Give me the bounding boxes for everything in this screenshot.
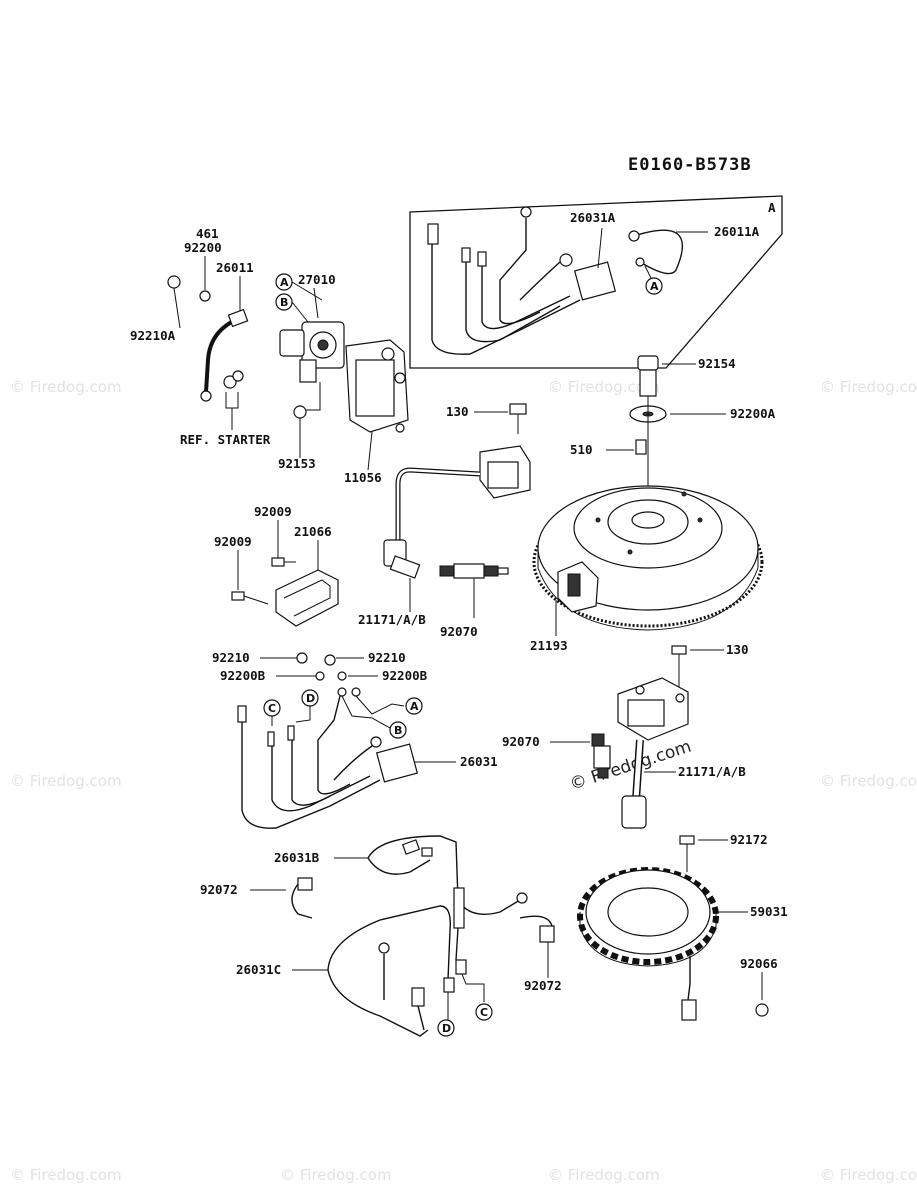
- part-label: 92070: [502, 734, 540, 749]
- part-label: 26031C: [236, 962, 281, 977]
- callout-b: B: [280, 296, 288, 309]
- watermark: © Firedog.com: [280, 1166, 392, 1184]
- part-label: 92072: [524, 978, 562, 993]
- inset-a: A A 26031A 26011A: [409, 195, 783, 369]
- part-label: 92009: [254, 504, 292, 519]
- part-label: 21171/A/B: [678, 764, 746, 779]
- rectifier-group: 92009 92009 21066: [214, 504, 339, 627]
- part-label: 92154: [698, 356, 736, 371]
- inset-label: A: [768, 200, 776, 215]
- callout-d: D: [442, 1022, 451, 1035]
- part-label: 92210A: [130, 328, 176, 343]
- part-label: 92066: [740, 956, 778, 971]
- part-label: 92009: [214, 534, 252, 549]
- part-label: 92200B: [382, 668, 428, 683]
- part-label: 21171/A/B: [358, 612, 426, 627]
- callout-a: A: [650, 280, 659, 293]
- watermark: © Firedog.com: [10, 772, 122, 790]
- harness-26031: 92210 92210 92200B 92200B D C A B: [212, 650, 498, 829]
- part-label: 92210: [368, 650, 406, 665]
- watermarks: © Firedog.com © Firedog.com © Firedog.co…: [10, 378, 917, 1184]
- callout-a: A: [280, 276, 289, 289]
- part-label: 27010: [298, 272, 336, 287]
- watermark: © Firedog.com: [820, 1166, 917, 1184]
- diagram-code: E0160-B573B: [628, 155, 752, 175]
- part-label: 130: [446, 404, 469, 419]
- part-label: 510: [570, 442, 593, 457]
- watermark: © Firedog.com: [820, 772, 917, 790]
- callout-b: B: [394, 724, 402, 737]
- part-label: 92200A: [730, 406, 776, 421]
- ref-starter-label: REF. STARTER: [180, 432, 271, 447]
- part-label: 92210: [212, 650, 250, 665]
- part-label: 130: [726, 642, 749, 657]
- part-label: 92070: [440, 624, 478, 639]
- watermark: © Firedog.com: [10, 378, 122, 396]
- watermark: © Firedog.com: [548, 378, 660, 396]
- ignition-coil-top: 130 21171/A/B 92070: [358, 403, 531, 639]
- watermark-center: © Firedog.com: [567, 737, 693, 795]
- watermark: © Firedog.com: [548, 1166, 660, 1184]
- flywheel-group: 92154 92200A 510 21193: [530, 355, 776, 653]
- part-label: 92172: [730, 832, 768, 847]
- part-label: 21066: [294, 524, 332, 539]
- harness-26031b-c: 26031B 92072 92072 26031C D C: [200, 835, 562, 1037]
- part-label: 26031B: [274, 850, 320, 865]
- part-label: 26011: [216, 260, 254, 275]
- stator-group: 92172 59031 92066: [577, 832, 788, 1021]
- part-label: 461: [196, 226, 219, 241]
- part-label: 26031: [460, 754, 498, 769]
- solenoid-group: 461 92200 26011 92210A REF. STARTER A B …: [130, 226, 409, 485]
- part-label: 92153: [278, 456, 316, 471]
- callout-c: C: [480, 1006, 488, 1019]
- part-label: 26011A: [714, 224, 760, 239]
- callout-c: C: [268, 702, 276, 715]
- part-label: 11056: [344, 470, 382, 485]
- part-label: 92200: [184, 240, 222, 255]
- part-label: 92072: [200, 882, 238, 897]
- part-label: 21193: [530, 638, 568, 653]
- watermark: © Firedog.com: [820, 378, 917, 396]
- ignition-coil-bottom: 130 21171/A/B 92070: [502, 642, 749, 829]
- callout-a: A: [410, 700, 419, 713]
- part-label: 59031: [750, 904, 788, 919]
- part-label: 26031A: [570, 210, 616, 225]
- part-label: 92200B: [220, 668, 266, 683]
- watermark: © Firedog.com: [10, 1166, 122, 1184]
- callout-d: D: [306, 692, 315, 705]
